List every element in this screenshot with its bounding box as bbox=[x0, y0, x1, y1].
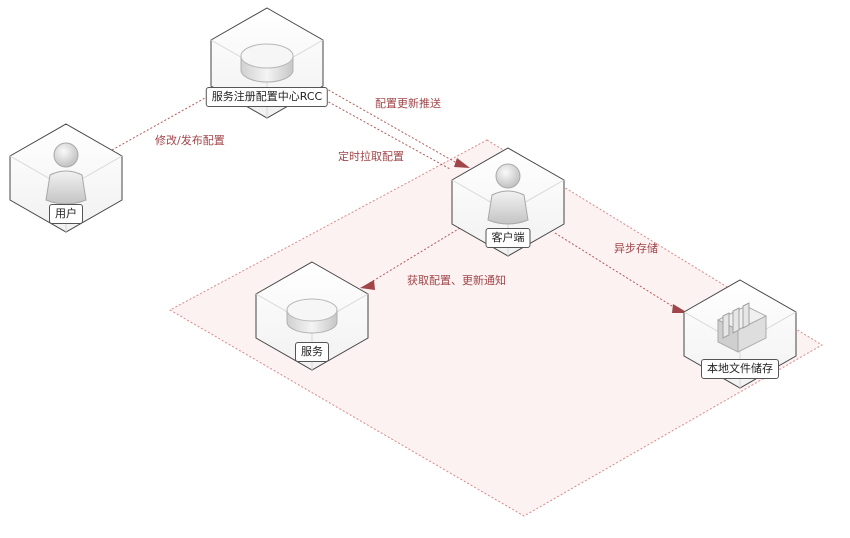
storage-label: 本地文件储存 bbox=[701, 359, 779, 379]
rcc-label: 服务注册配置中心RCC bbox=[205, 87, 329, 107]
person-icon bbox=[487, 163, 529, 225]
arrow-service bbox=[360, 280, 375, 290]
person-icon bbox=[45, 142, 87, 205]
client-node[interactable] bbox=[451, 147, 565, 257]
user-label: 用户 bbox=[49, 204, 83, 224]
user-node[interactable] bbox=[9, 123, 123, 233]
arrowheads bbox=[360, 158, 688, 313]
database-icon bbox=[240, 43, 294, 83]
edge-label-modify-publish: 修改/发布配置 bbox=[155, 134, 225, 147]
arrow-storage bbox=[672, 304, 688, 313]
edge-client-service bbox=[367, 227, 461, 285]
edge-label-timed-pull: 定时拉取配置 bbox=[338, 150, 404, 163]
edge-client-storage bbox=[554, 232, 681, 312]
edge-label-async-store: 异步存储 bbox=[614, 242, 658, 255]
server-rack-icon bbox=[716, 302, 768, 353]
edge-label-push-update: 配置更新推送 bbox=[375, 97, 441, 110]
service-zone bbox=[168, 139, 823, 517]
database-icon bbox=[286, 298, 338, 334]
edge-label-get-config-notify: 获取配置、更新通知 bbox=[407, 274, 506, 287]
service-label: 服务 bbox=[295, 342, 329, 362]
connections bbox=[111, 87, 681, 312]
arrow-push bbox=[454, 158, 470, 168]
service-node[interactable] bbox=[255, 261, 369, 371]
client-label: 客户端 bbox=[485, 228, 531, 248]
edge-user-rcc bbox=[111, 97, 206, 151]
